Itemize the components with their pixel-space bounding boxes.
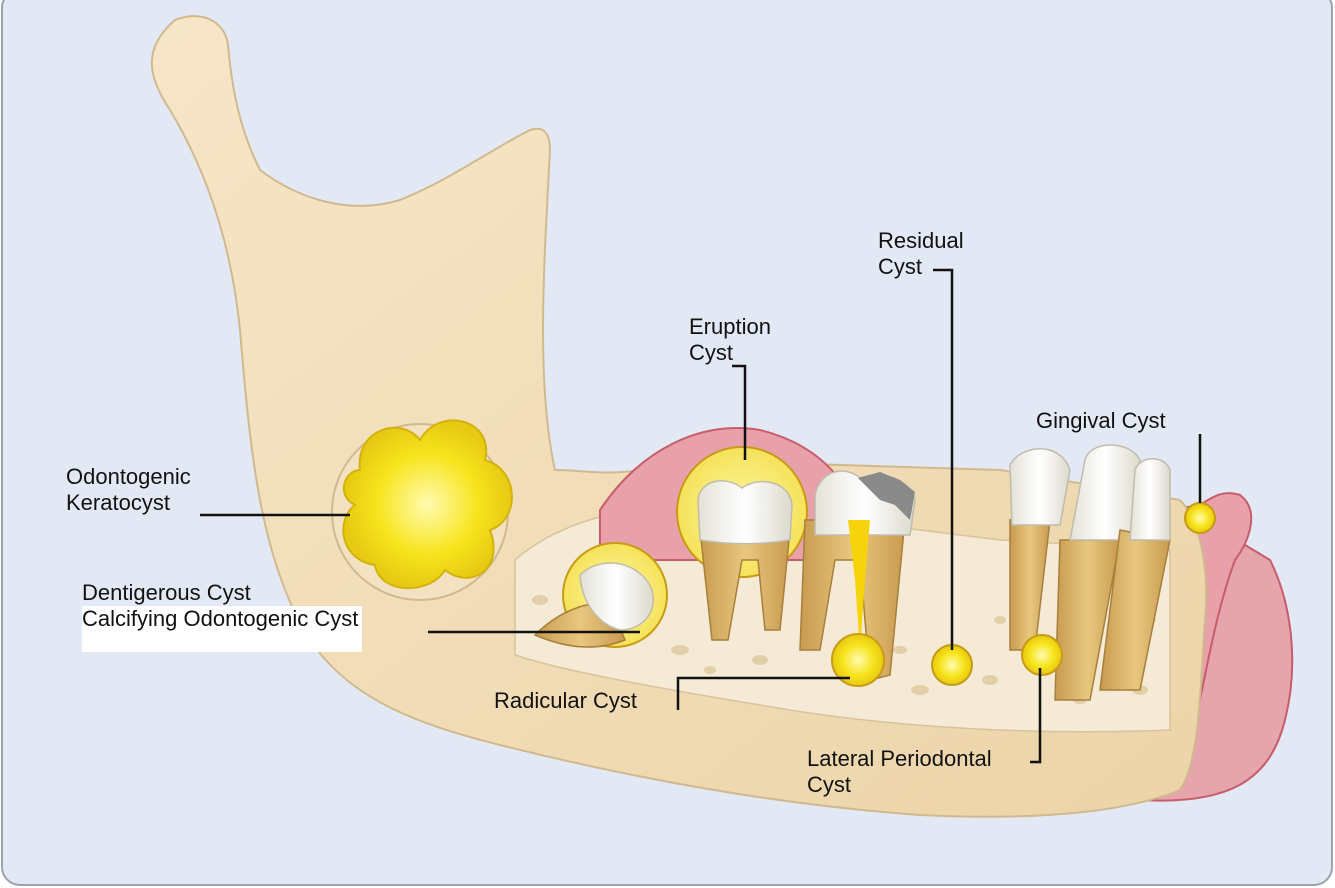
- label-eruption-cyst: Eruption Cyst: [689, 314, 771, 366]
- residual-cyst: [932, 645, 972, 685]
- gingival-cyst: [1185, 503, 1215, 533]
- label-dentigerous-cyst: Dentigerous Cyst: [82, 580, 255, 606]
- label-gingival-cyst: Gingival Cyst: [1036, 408, 1166, 434]
- label-lateral-periodontal-cyst: Lateral Periodontal Cyst: [807, 746, 992, 798]
- label-odontogenic-keratocyst: Odontogenic Keratocyst: [66, 464, 191, 516]
- label-calcifying-odontogenic-cyst: Calcifying Odontogenic Cyst: [82, 606, 362, 652]
- label-residual-cyst: Residual Cyst: [878, 228, 964, 280]
- label-radicular-cyst: Radicular Cyst: [494, 688, 637, 714]
- lateral-periodontal-cyst: [1022, 635, 1062, 675]
